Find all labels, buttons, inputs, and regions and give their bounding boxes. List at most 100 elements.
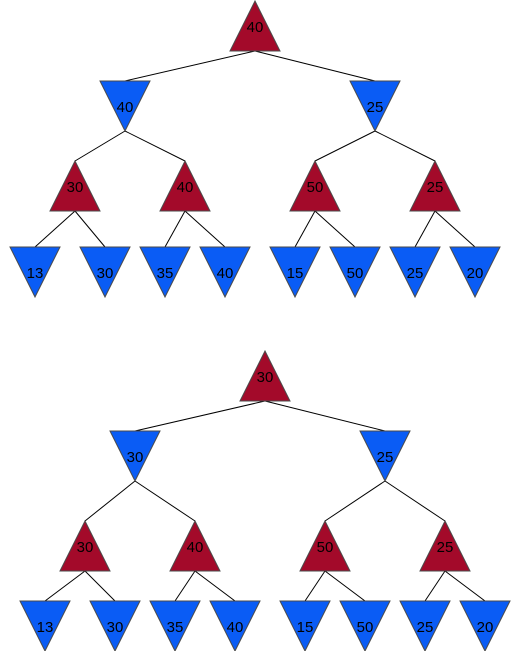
max-node-triangle-up-icon bbox=[289, 159, 341, 212]
tree2-edge-d1-1-to-2 bbox=[324, 480, 386, 522]
node-value-label: 40 bbox=[187, 539, 204, 556]
node-value-label: 25 bbox=[367, 99, 384, 116]
tree2-edge-d2-3-to-6 bbox=[424, 570, 446, 602]
tree1-edge-d2-3-to-6 bbox=[414, 210, 436, 248]
node-value-label: 25 bbox=[377, 449, 394, 466]
node-value-label: 40 bbox=[117, 99, 134, 116]
node-value-label: 13 bbox=[27, 265, 44, 282]
tree2-min-node-d3-7: 20 bbox=[459, 600, 511, 651]
min-node-triangle-down-icon bbox=[109, 430, 161, 483]
min-node-triangle-down-icon bbox=[79, 246, 131, 299]
min-node-triangle-down-icon bbox=[399, 600, 451, 651]
min-node-triangle-down-icon bbox=[139, 246, 191, 299]
min-node-triangle-down-icon bbox=[9, 246, 61, 299]
tree1-min-node-d3-0: 13 bbox=[9, 246, 61, 299]
max-node-triangle-up-icon bbox=[59, 519, 111, 572]
tree1-edge-d0-0-to-0 bbox=[124, 50, 256, 82]
node-value-label: 25 bbox=[407, 265, 424, 282]
tree1-max-node-d2-3: 25 bbox=[409, 159, 461, 212]
tree1-edge-d2-0-to-1 bbox=[74, 210, 106, 248]
node-value-label: 40 bbox=[247, 19, 264, 36]
min-node-triangle-down-icon bbox=[359, 430, 411, 483]
node-value-label: 20 bbox=[477, 619, 494, 636]
node-value-label: 30 bbox=[77, 539, 94, 556]
tree2-edge-d2-0-to-1 bbox=[84, 570, 116, 602]
tree2-min-node-d3-2: 35 bbox=[149, 600, 201, 651]
tree1-edge-d0-0-to-1 bbox=[254, 50, 376, 82]
tree-edges bbox=[34, 50, 486, 602]
node-value-label: 50 bbox=[357, 619, 374, 636]
tree1-edge-d1-0-to-1 bbox=[124, 130, 186, 162]
node-value-label: 30 bbox=[127, 449, 144, 466]
tree1-min-node-d1-1: 25 bbox=[349, 80, 401, 133]
max-node-triangle-up-icon bbox=[159, 159, 211, 212]
tree1-edge-d1-1-to-2 bbox=[314, 130, 376, 162]
tree2-max-node-d2-0: 30 bbox=[59, 519, 111, 572]
node-value-label: 35 bbox=[157, 265, 174, 282]
node-value-label: 15 bbox=[297, 619, 314, 636]
min-node-triangle-down-icon bbox=[99, 80, 151, 133]
max-node-triangle-up-icon bbox=[419, 519, 471, 572]
node-value-label: 50 bbox=[347, 265, 364, 282]
node-value-label: 13 bbox=[37, 619, 54, 636]
min-node-triangle-down-icon bbox=[339, 600, 391, 651]
tree2-min-node-d3-3: 40 bbox=[209, 600, 261, 651]
max-node-triangle-up-icon bbox=[239, 349, 291, 402]
min-node-triangle-down-icon bbox=[209, 600, 261, 651]
node-value-label: 50 bbox=[317, 539, 334, 556]
tree1-edge-d1-1-to-3 bbox=[374, 130, 436, 162]
tree2-min-node-d3-1: 30 bbox=[89, 600, 141, 651]
min-node-triangle-down-icon bbox=[19, 600, 71, 651]
min-node-triangle-down-icon bbox=[89, 600, 141, 651]
node-value-label: 30 bbox=[107, 619, 124, 636]
node-value-label: 25 bbox=[417, 619, 434, 636]
tree1-edge-d2-3-to-7 bbox=[434, 210, 476, 248]
tree2-edge-d2-0-to-0 bbox=[44, 570, 86, 602]
tree1-min-node-d3-3: 40 bbox=[199, 246, 251, 299]
min-node-triangle-down-icon bbox=[269, 246, 321, 299]
tree2-edge-d1-0-to-0 bbox=[84, 480, 136, 522]
max-node-triangle-up-icon bbox=[49, 159, 101, 212]
node-value-label: 30 bbox=[257, 369, 274, 386]
node-value-label: 50 bbox=[307, 179, 324, 196]
tree2-min-node-d3-6: 25 bbox=[399, 600, 451, 651]
node-value-label: 40 bbox=[177, 179, 194, 196]
tree2-min-node-d3-0: 13 bbox=[19, 600, 71, 651]
tree2-min-node-d1-1: 25 bbox=[359, 430, 411, 483]
tree1-min-node-d1-0: 40 bbox=[99, 80, 151, 133]
node-value-label: 35 bbox=[167, 619, 184, 636]
min-node-triangle-down-icon bbox=[279, 600, 331, 651]
tree1-max-node-d0-0: 40 bbox=[229, 0, 281, 52]
tree2-max-node-d2-1: 40 bbox=[169, 519, 221, 572]
tree2-edge-d2-2-to-5 bbox=[324, 570, 366, 602]
node-value-label: 40 bbox=[217, 265, 234, 282]
tree1-edge-d2-1-to-3 bbox=[184, 210, 226, 248]
tree1-min-node-d3-6: 25 bbox=[389, 246, 441, 299]
node-value-label: 40 bbox=[227, 619, 244, 636]
tree1-min-node-d3-1: 30 bbox=[79, 246, 131, 299]
tree2-edge-d0-0-to-1 bbox=[264, 400, 386, 432]
node-value-label: 25 bbox=[427, 179, 444, 196]
tree2-edge-d2-3-to-7 bbox=[444, 570, 486, 602]
min-node-triangle-down-icon bbox=[449, 246, 501, 299]
tree2-min-node-d1-0: 30 bbox=[109, 430, 161, 483]
node-value-label: 15 bbox=[287, 265, 304, 282]
tree1-edge-d1-0-to-0 bbox=[74, 130, 126, 162]
tree1-min-node-d3-4: 15 bbox=[269, 246, 321, 299]
min-node-triangle-down-icon bbox=[149, 600, 201, 651]
max-node-triangle-up-icon bbox=[409, 159, 461, 212]
tree2-max-node-d2-2: 50 bbox=[299, 519, 351, 572]
tree1-max-node-d2-0: 30 bbox=[49, 159, 101, 212]
tree1-min-node-d3-2: 35 bbox=[139, 246, 191, 299]
min-node-triangle-down-icon bbox=[329, 246, 381, 299]
tree2-max-node-d0-0: 30 bbox=[239, 349, 291, 402]
min-node-triangle-down-icon bbox=[349, 80, 401, 133]
tree1-edge-d2-2-to-5 bbox=[314, 210, 356, 248]
max-node-triangle-up-icon bbox=[229, 0, 281, 52]
tree1-max-node-d2-2: 50 bbox=[289, 159, 341, 212]
tree1-min-node-d3-7: 20 bbox=[449, 246, 501, 299]
max-node-triangle-up-icon bbox=[299, 519, 351, 572]
tree2-edge-d2-2-to-4 bbox=[304, 570, 326, 602]
tree2-edge-d2-1-to-3 bbox=[194, 570, 236, 602]
